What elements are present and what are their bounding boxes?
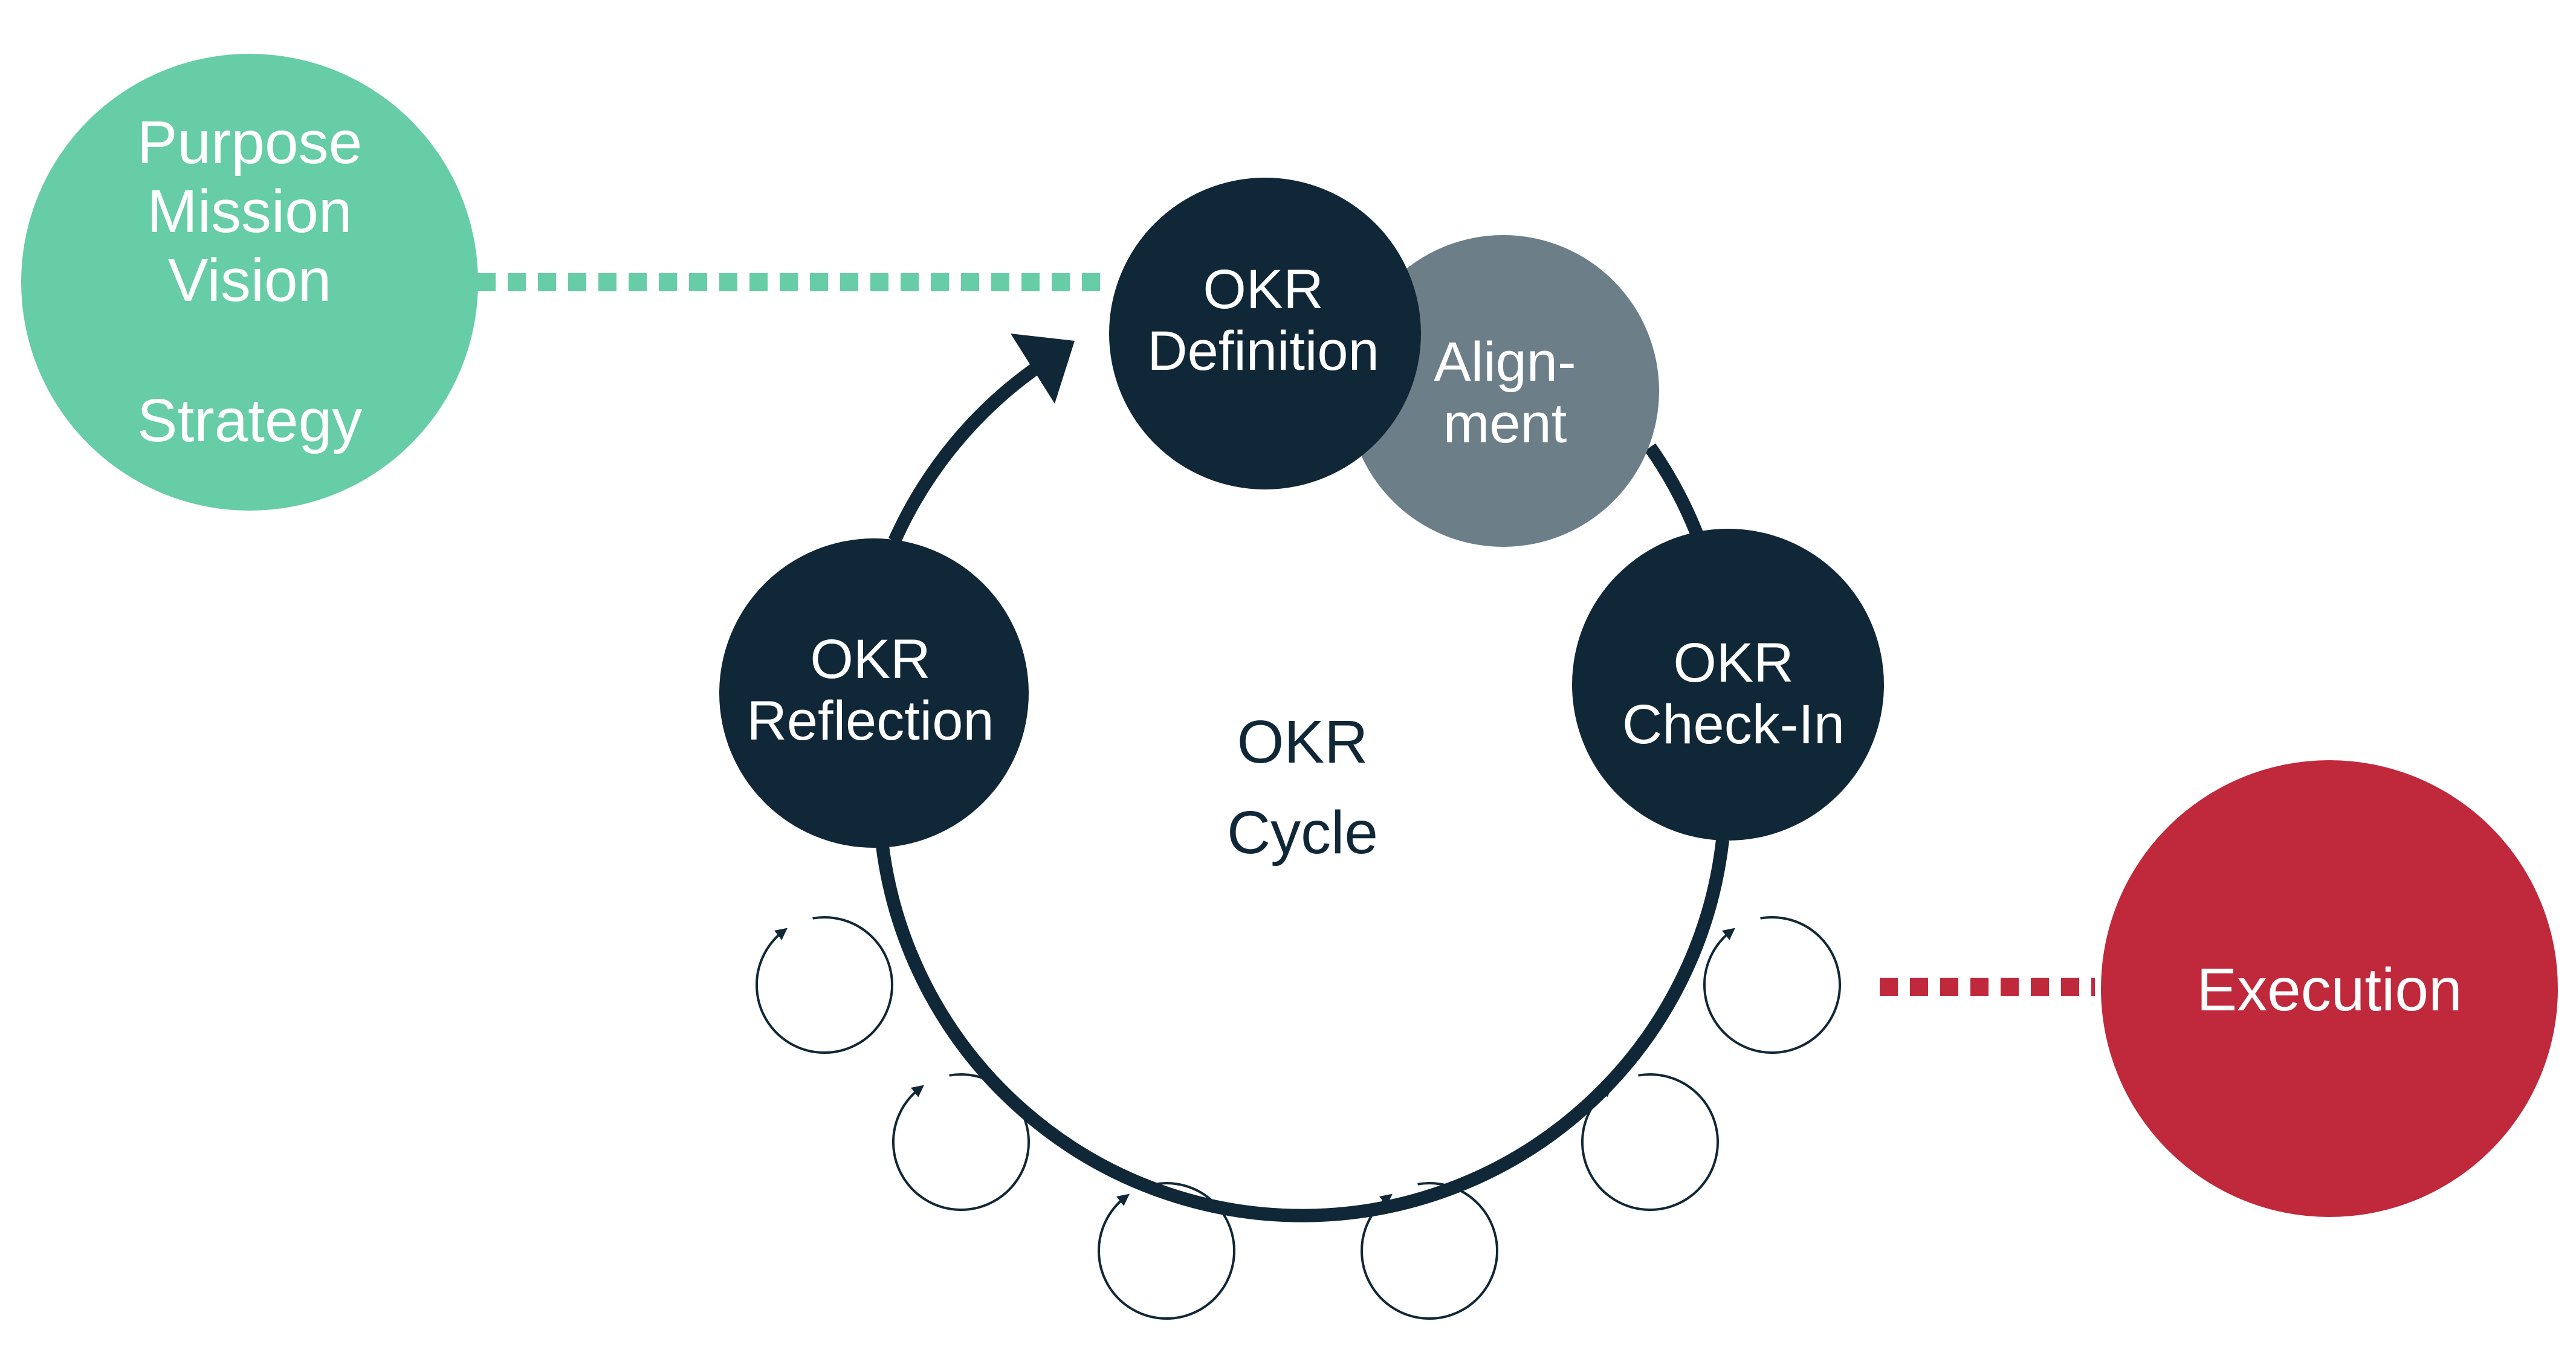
mini-cycle-ring <box>892 1073 1030 1211</box>
strategy-line-vision: Vision <box>168 247 332 314</box>
strategy-circle <box>21 54 478 511</box>
cycle-label-line-1: OKR <box>1237 708 1368 776</box>
execution-circle <box>2101 760 2558 1217</box>
cycle-arc-right <box>1644 443 1705 540</box>
definition-line-2: Definition <box>1147 320 1379 382</box>
cycle-arc-bottom <box>876 839 1729 1222</box>
refresh-cycle-icon <box>1703 916 1841 1054</box>
reflection-node: OKR Reflection <box>719 538 1029 848</box>
refresh-cycle-icon <box>1581 1073 1719 1211</box>
mini-cycles <box>756 916 1841 1320</box>
execution-label: Execution <box>2196 956 2462 1024</box>
refresh-cycle-icon <box>756 916 893 1054</box>
strategy-line-purpose: Purpose <box>137 109 362 176</box>
strategy-line-mission: Mission <box>147 178 352 245</box>
strategy-node: Purpose Mission Vision Strategy <box>21 54 478 511</box>
definition-node: OKR Definition <box>1109 178 1421 489</box>
reflection-circle <box>719 538 1029 848</box>
cycle-arc-left <box>888 360 1044 544</box>
alignment-line-1: Align- <box>1434 331 1576 393</box>
definition-circle <box>1109 178 1421 489</box>
checkin-circle <box>1572 529 1884 841</box>
alignment-node: Align- ment <box>1347 235 1659 547</box>
refresh-cycle-icon <box>1098 1182 1235 1320</box>
refresh-cycle-icon <box>1361 1182 1498 1320</box>
checkin-line-2: Check-In <box>1622 694 1845 755</box>
mini-cycle-ring <box>1361 1182 1498 1320</box>
checkin-node: OKR Check-In <box>1572 529 1884 841</box>
cycle-label-line-2: Cycle <box>1227 799 1378 867</box>
execution-node: Execution <box>2101 760 2558 1217</box>
alignment-circle <box>1347 235 1659 547</box>
reflection-line-2: Reflection <box>746 690 994 752</box>
mini-cycle-ring <box>1703 916 1841 1054</box>
strategy-line-strategy: Strategy <box>137 387 362 454</box>
mini-cycle-ring <box>1098 1182 1235 1320</box>
alignment-line-2: ment <box>1443 393 1567 454</box>
mini-cycle-ring <box>1581 1073 1719 1211</box>
checkin-line-1: OKR <box>1673 632 1793 694</box>
reflection-line-1: OKR <box>810 628 930 690</box>
mini-cycle-ring <box>756 916 893 1054</box>
cycle-arrowhead-icon <box>1011 334 1075 404</box>
definition-line-1: OKR <box>1203 259 1323 320</box>
refresh-cycle-icon <box>892 1073 1030 1211</box>
